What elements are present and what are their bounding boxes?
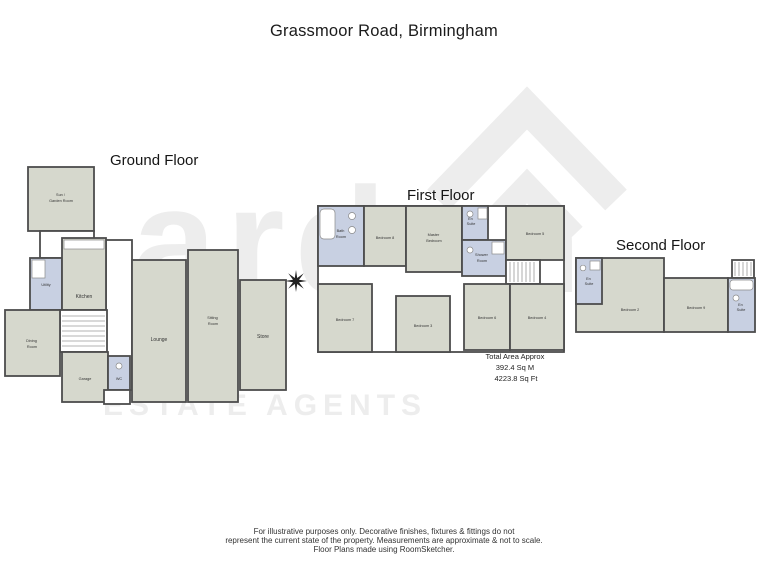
room-garage xyxy=(61,351,109,403)
room-bedroom4 xyxy=(509,283,565,351)
room-dining-label: Dining Room xyxy=(26,339,38,349)
room-lounge xyxy=(131,259,187,403)
ground-floor-plan: Ground Floor Sun / Garden xyxy=(4,152,287,405)
room-en-suite-right-label: En Suite xyxy=(737,303,746,312)
room-kitchen xyxy=(61,237,107,311)
room-bedroom5-label: Bedroom 5 xyxy=(526,232,545,236)
en-suite-right-toilet xyxy=(732,294,740,302)
room-store-label: Store xyxy=(257,334,269,340)
room-bedroom6-label: Bedroom 6 xyxy=(478,316,497,320)
disclaimer: For illustrative purposes only. Decorati… xyxy=(0,527,768,554)
room-kitchen-label: Kitchen xyxy=(76,294,93,300)
first-floor-plan: First Floor xyxy=(317,187,565,383)
room-bedroom8 xyxy=(363,205,407,267)
watermark-house-icon xyxy=(427,86,627,211)
disclaimer-line: represent the current state of the prope… xyxy=(225,536,543,545)
disclaimer-line: For illustrative purposes only. Decorati… xyxy=(253,527,515,536)
page-title: Grassmoor Road, Birmingham xyxy=(269,22,499,40)
room-bedroom3 xyxy=(395,295,451,353)
second-floor-stair-treads xyxy=(734,262,752,276)
en-suite-right-tub xyxy=(729,279,754,291)
room-bedroom7-label: Bedroom 7 xyxy=(336,318,355,322)
second-floor-plan: Second Floor En Suite Bedroom 2 Bedroom … xyxy=(575,237,756,333)
first-floor-label: First Floor xyxy=(407,187,475,204)
ground-porch xyxy=(103,389,131,405)
en-suite-toilet xyxy=(466,210,474,218)
ground-floor-label: Ground Floor xyxy=(110,152,198,169)
wc-toilet xyxy=(115,362,123,370)
compass-star-icon xyxy=(285,270,307,292)
first-floor-stair-treads xyxy=(509,262,535,282)
disclaimer-line: Floor Plans made using RoomSketcher. xyxy=(313,545,455,554)
en-suite-left-shower xyxy=(589,260,601,271)
room-store xyxy=(239,279,287,391)
ground-stair-treads xyxy=(62,315,105,347)
en-suite-left-toilet xyxy=(579,264,587,272)
bath-toilet xyxy=(348,226,356,234)
room-bedroom2-label: Bedroom 2 xyxy=(621,308,640,312)
room-bedroom9-label: Bedroom 9 xyxy=(687,306,706,310)
first-floor-stairs xyxy=(505,259,541,285)
room-bath-label: Bath Room xyxy=(336,229,346,239)
second-floor-label: Second Floor xyxy=(616,237,705,254)
room-en-suite-first-label: En Suite xyxy=(467,217,476,226)
room-garage-label: Garage xyxy=(79,377,92,381)
en-suite-shower xyxy=(477,207,488,220)
shower-cubicle xyxy=(491,241,505,255)
room-bedroom7 xyxy=(317,283,373,353)
room-bedroom9 xyxy=(663,277,729,333)
room-master-bedroom-label: Master Bedroom xyxy=(426,233,441,243)
room-bedroom3-label: Bedroom 3 xyxy=(414,324,433,328)
room-sitting-label: Sitting Room xyxy=(207,316,219,326)
room-sun-garden-label: Sun / Garden Room xyxy=(49,193,73,203)
room-sun-garden xyxy=(27,166,95,232)
room-wc xyxy=(107,355,131,391)
room-bedroom5 xyxy=(505,205,565,261)
room-bedroom4-label: Bedroom 4 xyxy=(528,316,547,320)
total-area-text: Total Area Approx 392.4 Sq M 4223.8 Sq F… xyxy=(486,352,547,383)
room-bedroom6 xyxy=(463,283,511,351)
bath-sink xyxy=(348,212,356,220)
room-en-suite-left-label: En Suite xyxy=(585,277,594,286)
utility-appliance xyxy=(31,259,46,279)
room-utility-label: Utility xyxy=(41,283,50,287)
room-sitting xyxy=(187,249,239,403)
shower-toilet xyxy=(466,246,474,254)
room-lounge-label: Lounge xyxy=(151,337,168,343)
kitchen-counter xyxy=(63,239,105,250)
room-wc-label: WC xyxy=(116,377,123,381)
room-shower-label: Shower Room xyxy=(475,253,489,263)
room-dining xyxy=(4,309,61,377)
room-bedroom8-label: Bedroom 8 xyxy=(376,236,395,240)
bath-tub xyxy=(319,208,336,240)
